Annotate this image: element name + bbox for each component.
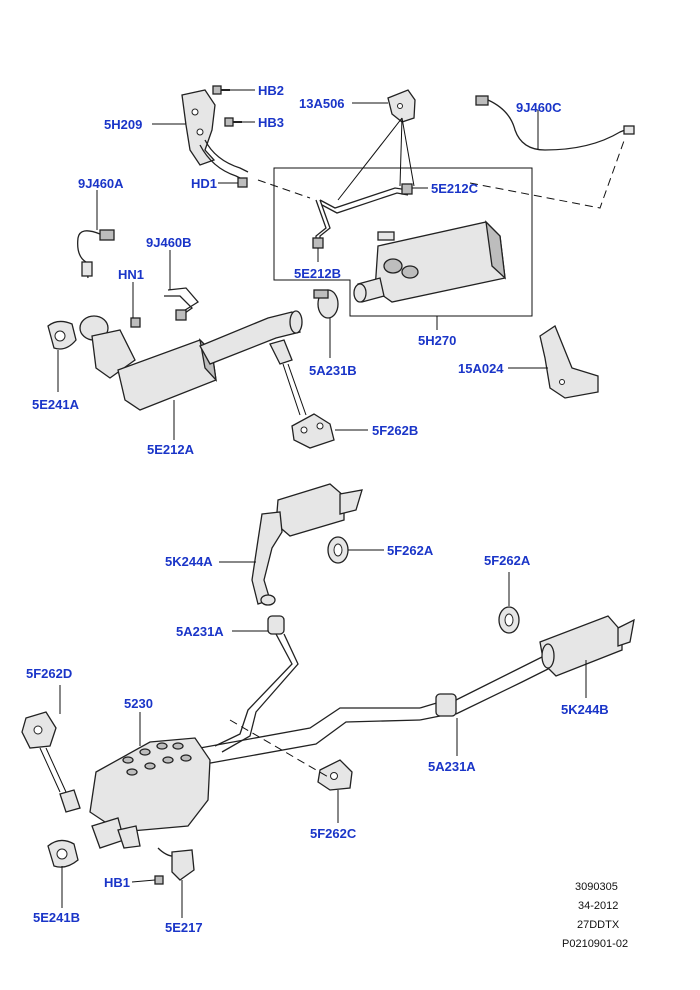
label-5e241b: 5E241B	[33, 910, 80, 925]
label-5e212a: 5E212A	[147, 442, 195, 457]
label-5h270: 5H270	[418, 333, 456, 348]
label-13a506: 13A506	[299, 96, 345, 111]
clamp-5a231a-left	[267, 615, 285, 635]
footer-code-1: 3090305	[575, 881, 618, 893]
label-5f262a-right: 5F262A	[484, 553, 531, 568]
label-hn1: HN1	[118, 267, 144, 282]
label-5a231a-left: 5A231A	[176, 624, 224, 639]
label-5a231a-right: 5A231A	[428, 759, 476, 774]
label-5e212c: 5E212C	[431, 181, 479, 196]
label-5k244b: 5K244B	[561, 702, 609, 717]
label-5230: 5230	[124, 696, 153, 711]
hanger-5f262a-right	[498, 606, 520, 634]
sensor-9j460c	[475, 95, 635, 151]
label-5e212b: 5E212B	[294, 266, 341, 281]
hanger-5f262b	[269, 339, 335, 449]
label-9j460b: 9J460B	[146, 235, 192, 250]
footer-code-2: 34-2012	[578, 900, 618, 912]
label-5k244a: 5K244A	[165, 554, 213, 569]
clamp-5a231b	[313, 289, 339, 319]
bolt-hd1	[237, 177, 248, 188]
bolt-hb3	[224, 117, 242, 127]
label-hd1: HD1	[191, 176, 217, 191]
label-hb3: HB3	[258, 115, 284, 130]
nut-hn1	[130, 317, 141, 328]
hanger-5f262c	[317, 759, 353, 791]
sensor-5e217	[157, 847, 195, 881]
silencer-5k244a	[251, 483, 363, 606]
label-9j460a: 9J460A	[78, 176, 124, 191]
label-5f262a-left: 5F262A	[387, 543, 434, 558]
gasket-5e241a	[47, 320, 77, 350]
clamp-5a231a-right	[435, 693, 457, 717]
label-5f262d: 5F262D	[26, 666, 72, 681]
label-hb2: HB2	[258, 83, 284, 98]
bolt-hb1	[154, 875, 164, 885]
bracket-5h209	[181, 89, 249, 181]
gasket-5e241b	[47, 839, 79, 868]
label-5f262c: 5F262C	[310, 826, 357, 841]
bracket-15a024	[539, 325, 599, 399]
bolt-hb2	[212, 85, 230, 95]
label-5e217: 5E217	[165, 920, 203, 935]
footer-code-3: 27DDTX	[577, 919, 620, 931]
label-5a231b: 5A231B	[309, 363, 357, 378]
label-9j460c: 9J460C	[516, 100, 562, 115]
catalyst-5e212a	[79, 310, 303, 411]
label-5h209: 5H209	[104, 117, 142, 132]
footer-code-4: P0210901-02	[562, 938, 628, 950]
heat-shield-13a506	[387, 89, 416, 123]
silencer-5k244b	[455, 615, 635, 715]
particulate-filter-5h270	[353, 220, 506, 303]
pipe-5e212c	[319, 183, 413, 214]
label-hb1: HB1	[104, 875, 130, 890]
label-15a024: 15A024	[458, 361, 504, 376]
sensor-9j460a	[77, 229, 115, 279]
centre-pipe	[199, 633, 441, 765]
label-5e241a: 5E241A	[32, 397, 80, 412]
catalyst-5230	[89, 737, 211, 849]
assembly-outline	[273, 167, 533, 317]
hanger-5f262d	[21, 711, 81, 813]
hanger-5f262a-left	[327, 536, 349, 564]
label-5f262b: 5F262B	[372, 423, 418, 438]
sensor-9j460b	[164, 287, 199, 321]
